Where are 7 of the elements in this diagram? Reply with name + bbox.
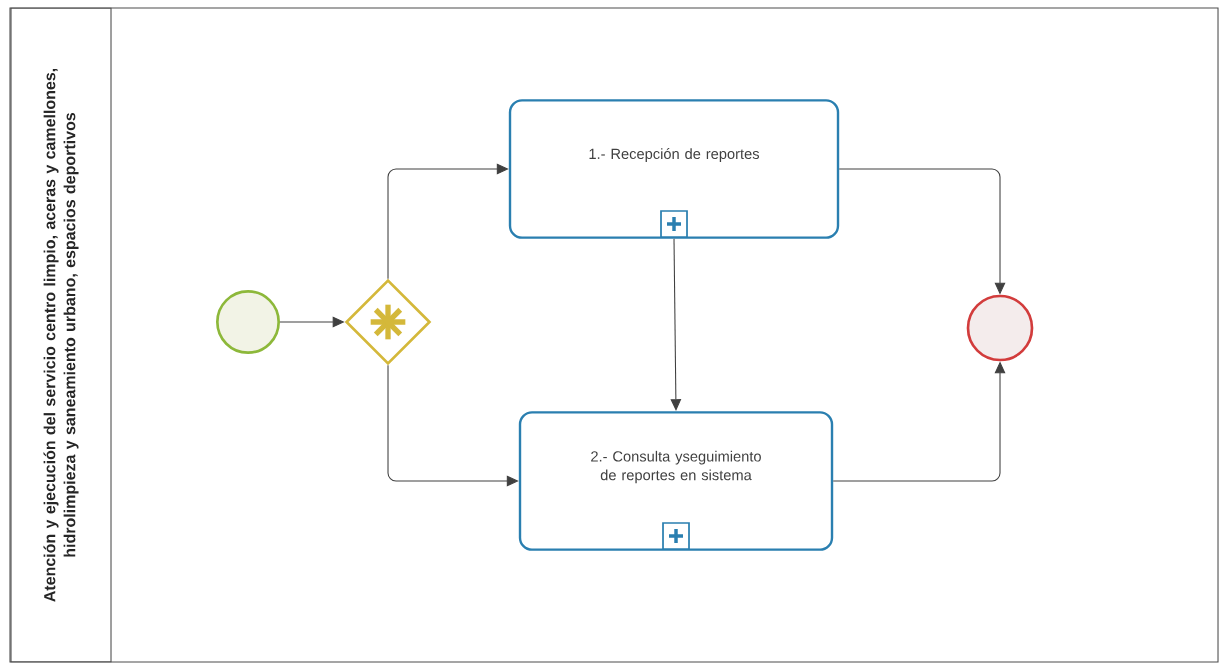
arrow xyxy=(387,364,519,487)
arrow xyxy=(387,163,509,280)
end-event xyxy=(966,294,1034,362)
task-box: 2.- Consulta yseguimiento de reportes en sistema xyxy=(518,411,834,551)
task-box: 1.- Recepción de reportes xyxy=(508,99,840,239)
start-event xyxy=(216,290,280,354)
lane-header: Atención y ejecución del servicio centro limpio, aceras y camellones, hidrolimpieza y saneamiento urbano, espacios deportivos xyxy=(10,7,112,663)
